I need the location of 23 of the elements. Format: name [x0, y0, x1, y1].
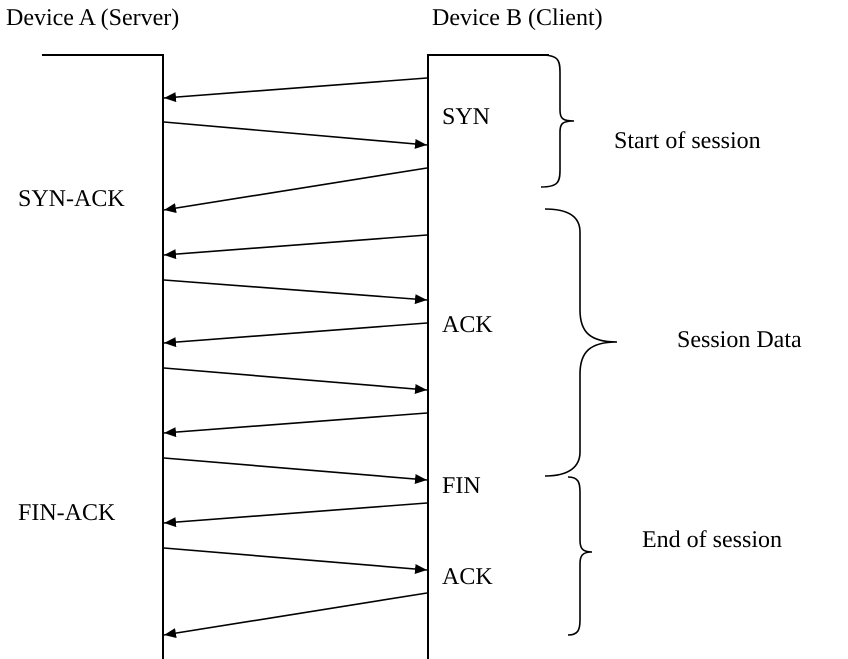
message-label: SYN [442, 103, 490, 131]
message-arrow [164, 502, 428, 528]
lifeline-title: Device A (Server) [6, 4, 180, 32]
message-arrow [164, 592, 428, 638]
phase-label: Session Data [677, 326, 802, 354]
message-label: ACK [442, 311, 493, 339]
phase-label: Start of session [614, 127, 761, 155]
message-arrow [164, 367, 428, 394]
message-arrow [164, 412, 428, 438]
message-label: FIN [442, 472, 481, 500]
message-arrow [164, 167, 428, 214]
message-arrow [164, 121, 428, 149]
message-label: SYN-ACK [18, 185, 125, 213]
message-arrow [164, 234, 428, 260]
phase-label: End of session [642, 526, 782, 554]
lifeline-title: Device B (Client) [432, 4, 603, 32]
message-label: ACK [442, 563, 493, 591]
message-arrow [164, 457, 428, 484]
message-label: FIN-ACK [18, 499, 116, 527]
message-arrow [164, 322, 428, 348]
message-arrow [164, 547, 428, 574]
message-arrow [164, 77, 428, 102]
message-arrow [164, 279, 428, 304]
